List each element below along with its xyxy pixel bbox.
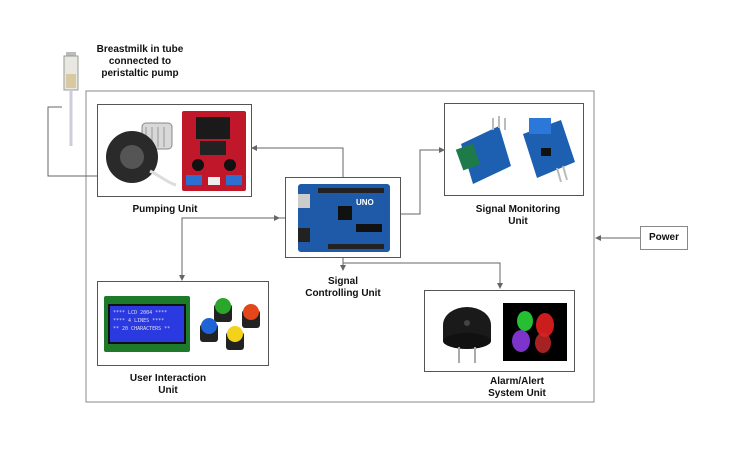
uno-text: UNO bbox=[356, 198, 374, 207]
current-sensor-icon-2 bbox=[517, 112, 579, 184]
power-box: Power bbox=[640, 226, 688, 250]
signal-monitoring-unit-box bbox=[444, 103, 584, 196]
wire-controller-to-pump bbox=[251, 145, 344, 177]
syringe-icon bbox=[58, 50, 86, 150]
wire-controller-to-alarm bbox=[343, 262, 503, 289]
current-sensor-icon bbox=[453, 116, 513, 186]
led-icon bbox=[503, 303, 567, 361]
pumping-unit-box bbox=[97, 104, 252, 197]
push-button-icon bbox=[196, 290, 266, 360]
buzzer-icon bbox=[437, 303, 497, 365]
breastmilk-label: Breastmilk in tube connected to peristal… bbox=[96, 44, 184, 79]
user-interaction-unit-box: **** LCD 2004 **** **** 4 LINES **** ** … bbox=[97, 281, 269, 366]
motor-driver-icon bbox=[182, 111, 246, 191]
signal-monitoring-unit-label: Signal Monitoring Unit bbox=[475, 204, 561, 227]
signal-controlling-unit-box: UNO bbox=[285, 177, 401, 258]
user-interaction-unit-label: User Interaction Unit bbox=[129, 373, 207, 396]
tube-line bbox=[47, 106, 97, 177]
alarm-system-unit-label: Alarm/Alert System Unit bbox=[488, 376, 546, 399]
lcd-line-3: ** 20 CHARACTERS ** bbox=[113, 326, 171, 332]
lcd-line-1: **** LCD 2004 **** bbox=[113, 310, 168, 316]
lcd-display-icon: **** LCD 2004 **** **** 4 LINES **** ** … bbox=[104, 296, 190, 352]
wire-controller-to-user bbox=[179, 217, 285, 281]
wire-controller-to-monitor bbox=[401, 147, 445, 215]
pumping-unit-label: Pumping Unit bbox=[132, 204, 198, 215]
alarm-system-unit-box bbox=[424, 290, 575, 372]
system-enclosure bbox=[85, 90, 595, 403]
peristaltic-pump-icon bbox=[102, 117, 180, 189]
power-label: Power bbox=[648, 232, 679, 243]
arduino-uno-icon: UNO bbox=[294, 184, 390, 252]
signal-controlling-unit-label: Signal Controlling Unit bbox=[305, 276, 381, 299]
lcd-line-2: **** 4 LINES **** bbox=[113, 318, 165, 324]
